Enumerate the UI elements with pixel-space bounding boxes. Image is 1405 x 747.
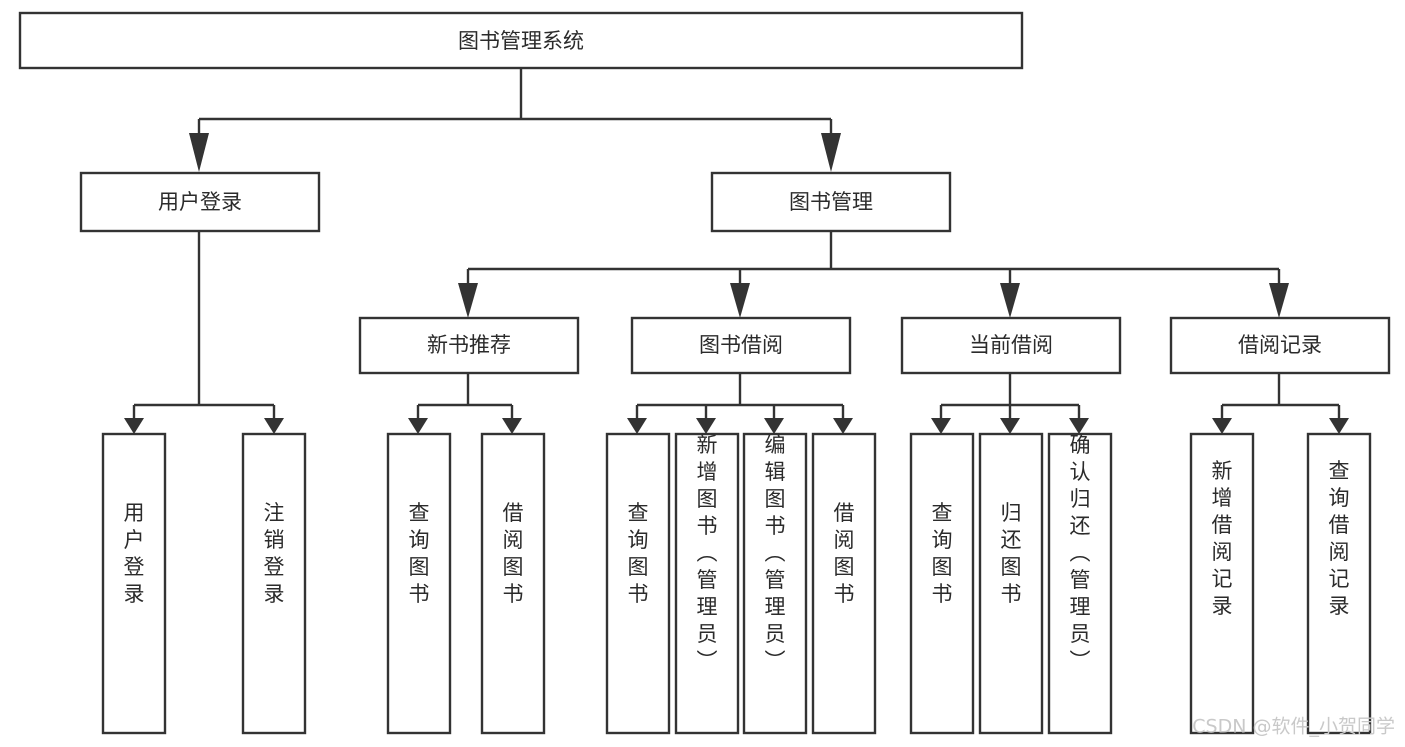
node-leaf-borrow-book-1[interactable]: 借阅图书 — [480, 432, 546, 735]
arrow-icon-borrow-record — [1269, 283, 1289, 318]
connector-layer — [132, 68, 1341, 420]
node-root[interactable]: 图书管理系统 — [18, 11, 1024, 70]
arrowhead-layer — [124, 133, 1349, 434]
node-leaf-edit-book-label: 编辑图书︵管理员︶ — [765, 433, 786, 673]
arrow-icon-leaf-logout — [264, 418, 284, 434]
node-leaf-borrow-book-2-box[interactable] — [811, 432, 877, 735]
node-book-borrow-label: 图书借阅 — [699, 333, 783, 357]
node-leaf-query-book-1-label: 查询图书 — [409, 501, 430, 606]
arrow-icon-leaf-borrow-book-1 — [502, 418, 522, 434]
arrow-icon-book-borrow — [730, 283, 750, 318]
arrow-icon-leaf-add-book — [696, 418, 716, 434]
watermark-label: CSDN @软件_小贺同学 — [1192, 716, 1395, 738]
node-leaf-borrow-book-1-label: 借阅图书 — [503, 501, 524, 606]
node-leaf-confirm-return-box[interactable] — [1047, 432, 1113, 735]
node-root-label: 图书管理系统 — [458, 29, 584, 53]
arrow-icon-leaf-query-record — [1329, 418, 1349, 434]
node-current-borrow-box[interactable] — [900, 316, 1122, 375]
node-user-login-box[interactable] — [79, 171, 321, 233]
node-borrow-record[interactable]: 借阅记录 — [1169, 316, 1391, 375]
node-root-box[interactable] — [18, 11, 1024, 70]
node-leaf-borrow-book-1-box[interactable] — [480, 432, 546, 735]
node-leaf-return-book-box[interactable] — [978, 432, 1044, 735]
node-leaf-return-book[interactable]: 归还图书 — [978, 432, 1044, 735]
node-new-book-recommend-label: 新书推荐 — [427, 333, 511, 357]
node-book-manage-label: 图书管理 — [789, 190, 873, 214]
node-borrow-record-box[interactable] — [1169, 316, 1391, 375]
node-leaf-query-book-3[interactable]: 查询图书 — [909, 432, 975, 735]
node-leaf-query-record-box[interactable] — [1306, 432, 1372, 735]
arrow-icon-leaf-borrow-book-2 — [833, 418, 853, 434]
node-leaf-confirm-return[interactable]: 确认归还︵管理员︶ — [1047, 432, 1113, 735]
arrow-icon-leaf-query-book-2 — [627, 418, 647, 434]
node-leaf-user-login-label: 用户登录 — [124, 501, 145, 606]
arrow-icon-user-login — [189, 133, 209, 172]
node-leaf-query-book-2-box[interactable] — [605, 432, 671, 735]
node-user-login-label: 用户登录 — [158, 190, 242, 214]
node-leaf-user-login[interactable]: 用户登录 — [101, 432, 167, 735]
node-leaf-query-record-label: 查询借阅记录 — [1329, 459, 1350, 618]
node-borrow-record-label: 借阅记录 — [1238, 333, 1322, 357]
arrow-icon-leaf-add-record — [1212, 418, 1232, 434]
node-leaf-logout-box[interactable] — [241, 432, 307, 735]
node-new-book-recommend-box[interactable] — [358, 316, 580, 375]
node-leaf-borrow-book-2[interactable]: 借阅图书 — [811, 432, 877, 735]
node-book-manage-box[interactable] — [710, 171, 952, 233]
node-leaf-user-login-box[interactable] — [101, 432, 167, 735]
node-new-book-recommend[interactable]: 新书推荐 — [358, 316, 580, 375]
node-leaf-query-book-1[interactable]: 查询图书 — [386, 432, 452, 735]
node-user-login[interactable]: 用户登录 — [79, 171, 321, 233]
arrow-icon-leaf-query-book-1 — [408, 418, 428, 434]
arrow-icon-new-book-recommend — [458, 283, 478, 318]
node-leaf-query-record[interactable]: 查询借阅记录 — [1306, 432, 1372, 735]
node-leaf-add-book-box[interactable] — [674, 432, 740, 735]
node-book-borrow-box[interactable] — [630, 316, 852, 375]
arrow-icon-leaf-edit-book — [764, 418, 784, 434]
node-current-borrow[interactable]: 当前借阅 — [900, 316, 1122, 375]
node-leaf-edit-book[interactable]: 编辑图书︵管理员︶ — [742, 432, 808, 735]
node-leaf-query-book-1-box[interactable] — [386, 432, 452, 735]
node-leaf-edit-book-box[interactable] — [742, 432, 808, 735]
node-leaf-logout-label: 注销登录 — [264, 501, 285, 606]
arrow-icon-leaf-user-login — [124, 418, 144, 434]
node-leaf-return-book-label: 归还图书 — [1001, 501, 1022, 606]
node-leaf-logout[interactable]: 注销登录 — [241, 432, 307, 735]
node-book-borrow[interactable]: 图书借阅 — [630, 316, 852, 375]
leaf-layer: 用户登录 注销登录 查询图书 借阅图书 查询图书 新增图书︵管理员︶ — [101, 432, 1372, 735]
node-leaf-borrow-book-2-label: 借阅图书 — [834, 501, 855, 606]
arrow-icon-leaf-query-book-3 — [931, 418, 951, 434]
node-current-borrow-label: 当前借阅 — [969, 333, 1053, 357]
node-leaf-query-book-3-label: 查询图书 — [932, 501, 953, 606]
node-book-manage[interactable]: 图书管理 — [710, 171, 952, 233]
arrow-icon-leaf-confirm-return — [1069, 418, 1089, 434]
node-leaf-query-book-2-label: 查询图书 — [628, 501, 649, 606]
node-leaf-add-book[interactable]: 新增图书︵管理员︶ — [674, 432, 740, 735]
node-leaf-query-book-3-box[interactable] — [909, 432, 975, 735]
arrow-icon-current-borrow — [1000, 283, 1020, 318]
arrow-icon-book-manage — [821, 133, 841, 172]
node-leaf-query-book-2[interactable]: 查询图书 — [605, 432, 671, 735]
node-leaf-add-record-label: 新增借阅记录 — [1212, 459, 1233, 618]
node-leaf-confirm-return-label: 确认归还︵管理员︶ — [1070, 433, 1091, 673]
arrow-icon-leaf-return-book — [1000, 418, 1020, 434]
node-leaf-add-book-label: 新增图书︵管理员︶ — [697, 433, 718, 673]
node-leaf-add-record[interactable]: 新增借阅记录 — [1189, 432, 1255, 735]
node-leaf-add-record-box[interactable] — [1189, 432, 1255, 735]
